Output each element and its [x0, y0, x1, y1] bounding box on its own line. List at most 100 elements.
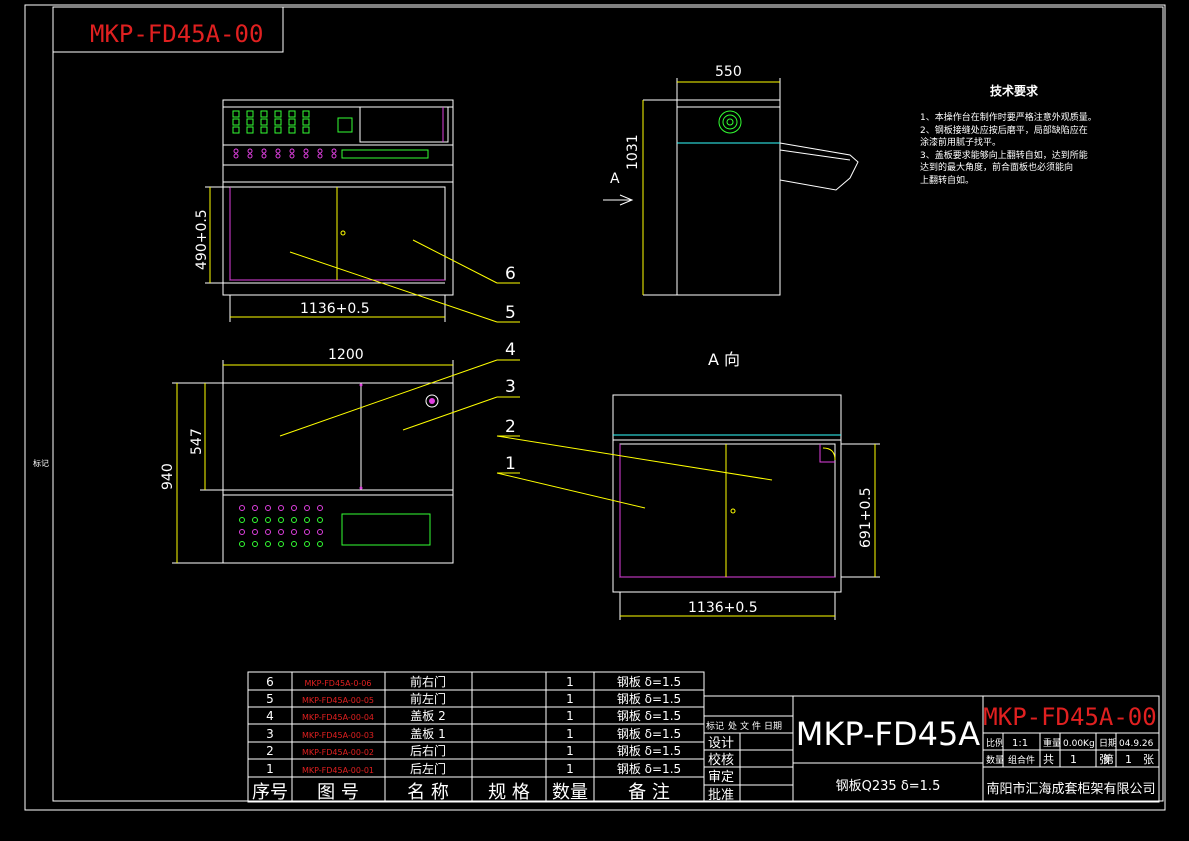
top-indicator-light: [304, 541, 310, 547]
leader-1: [496, 472, 646, 509]
tech-line-5: 达到的最大角度，前合面板也必须能向: [920, 161, 1073, 173]
top-indicator-light: [265, 517, 271, 523]
bom-cell-no: 2: [266, 744, 274, 758]
callout-6: 6: [505, 264, 516, 284]
top-indicator-light: [317, 517, 323, 523]
bom-cell-note: 钢板 δ=1.5: [617, 675, 681, 689]
view-arrow-label: A: [610, 171, 620, 187]
parts-label: 组合件: [1008, 754, 1035, 766]
top-indicator-light: [239, 517, 245, 523]
front-switch: [247, 148, 253, 154]
top-outline: [222, 382, 454, 564]
a-view-title: A 向: [708, 350, 740, 369]
callout-3: 3: [505, 377, 516, 397]
part-name: MKP-FD45A: [796, 715, 981, 753]
top-indicator-light: [304, 529, 310, 535]
inner-border: [52, 6, 1164, 802]
rev-header-mark: 标记: [706, 720, 724, 732]
leader-5: [289, 251, 498, 323]
front-height-dim: 490+0.5: [194, 209, 210, 270]
front-switch: [261, 148, 267, 154]
callout-1: 1: [505, 454, 516, 474]
bom-cell-qty: 1: [566, 675, 574, 689]
view-arrow-icon: [603, 194, 634, 206]
side-height-dim: 1031: [625, 134, 641, 170]
tech-line-2: 2、钢板接缝处应按后磨平，局部缺陷应在: [920, 124, 1088, 136]
company-name: 南阳市汇海成套柜架有限公司: [986, 781, 1155, 797]
bom-cell-code: MKP-FD45A-0-06: [305, 679, 372, 688]
bom-cell-name: 盖板 2: [410, 709, 445, 723]
callout-2: 2: [505, 417, 516, 437]
drawing-code-top: MKP-FD45A-00: [90, 20, 263, 48]
top-knob: [425, 394, 439, 408]
front-indicator-light: [232, 118, 240, 126]
a-view-height-dim: 691+0.5: [858, 487, 874, 548]
front-switch: [317, 153, 323, 159]
bom-header-no: 序号: [252, 782, 288, 803]
top-indicator-grid: [239, 505, 323, 547]
bom-header-note: 备 注: [628, 782, 670, 803]
front-indicator-light: [260, 126, 268, 134]
front-indicator-light: [274, 110, 282, 118]
tech-line-4: 3、盖板要求能够向上翻转自如，达到所能: [920, 149, 1088, 161]
callout-4: 4: [505, 340, 516, 360]
top-indicator-light: [252, 541, 258, 547]
side-fan: [718, 110, 742, 134]
front-indicator-light: [260, 110, 268, 118]
top-indicator-light: [252, 517, 258, 523]
leader-2: [496, 435, 773, 481]
front-switch: [275, 153, 281, 159]
bom-cell-no: 1: [266, 762, 274, 776]
bom-cell-name: 后左门: [410, 761, 446, 776]
leader-6: [412, 239, 498, 284]
side-mark: 标记: [33, 458, 49, 468]
bom-cell-note: 钢板 δ=1.5: [617, 709, 681, 723]
bom-cell-code: MKP-FD45A-00-04: [302, 713, 374, 722]
bom-cell-qty: 1: [566, 762, 574, 776]
a-view-width-dim: 1136+0.5: [688, 600, 758, 616]
top-indicator-light: [239, 505, 245, 511]
front-switch: [247, 153, 253, 159]
front-indicator-light: [288, 126, 296, 134]
front-indicator-light: [260, 118, 268, 126]
bom-header-qty: 数量: [552, 782, 588, 803]
front-switch: [331, 153, 337, 159]
side-outline: [676, 99, 781, 296]
top-indicator-light: [278, 505, 284, 511]
bom-cell-note: 钢板 δ=1.5: [617, 744, 681, 758]
top-indicator-light: [278, 541, 284, 547]
bom-header-name: 名 称: [407, 782, 449, 803]
top-indicator-light: [317, 541, 323, 547]
sheet-label-2: 张: [1143, 753, 1154, 766]
front-indicator-light: [302, 126, 310, 134]
date-label: 日期: [1099, 738, 1117, 749]
top-view: 1200 940 547 4 3: [160, 340, 520, 564]
front-switch: [303, 148, 309, 154]
bom-header-code: 图 号: [317, 782, 359, 803]
front-switch: [289, 148, 295, 154]
total-label: 共: [1043, 753, 1054, 766]
role-design: 设计: [708, 736, 734, 751]
a-view: A 向 691+0.5 1136+0.5 2 1: [496, 350, 880, 620]
bom-cell-name: 前右门: [410, 674, 446, 689]
front-switch: [261, 153, 267, 159]
front-switch: [331, 148, 337, 154]
top-indicator-light: [291, 517, 297, 523]
bom-cell-note: 钢板 δ=1.5: [617, 727, 681, 741]
role-approve: 批准: [708, 788, 734, 803]
top-indicator-light: [291, 541, 297, 547]
bom-cell-qty: 1: [566, 692, 574, 706]
front-switch: [317, 148, 323, 154]
tech-title: 技术要求: [990, 83, 1039, 98]
front-switch: [275, 148, 281, 154]
bom-cell-qty: 1: [566, 727, 574, 741]
weight-label: 重量: [1043, 737, 1061, 749]
bom-cell-note: 钢板 δ=1.5: [617, 692, 681, 706]
role-check: 校核: [708, 752, 734, 768]
bom-cell-code: MKP-FD45A-00-02: [302, 748, 374, 757]
top-indicator-light: [304, 505, 310, 511]
front-switch: [303, 153, 309, 159]
